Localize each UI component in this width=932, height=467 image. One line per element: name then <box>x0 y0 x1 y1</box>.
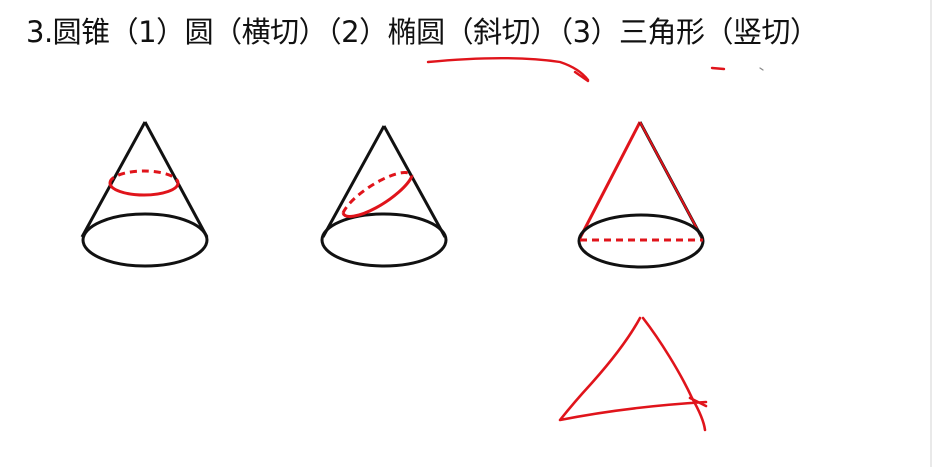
section-ellipse-front <box>341 175 414 218</box>
section-ellipse-back-dashed <box>341 171 414 214</box>
cone-2-right-side <box>382 125 447 238</box>
section-circle-back-dashed <box>108 169 180 184</box>
cone-horizontal-cut <box>80 121 209 268</box>
cone-vertical-cut <box>577 121 705 269</box>
cone-3-right-side-highlight <box>639 121 703 239</box>
cone-2-base <box>320 212 448 268</box>
cone-1-base <box>81 212 209 268</box>
pen-dash-annotation <box>710 66 726 71</box>
underline-arrow-annotation <box>426 57 590 83</box>
section-circle-front <box>108 182 180 197</box>
pen-dot-annotation <box>759 67 764 71</box>
slide-heading: 3.圆锥（1）圆（横切）（2）椭圆（斜切）（3）三角形（竖切） <box>26 15 819 49</box>
page-edge <box>930 0 932 467</box>
cone-2-left-side <box>321 125 386 238</box>
cone-1-right-side <box>143 121 209 238</box>
cone-3-left-side <box>578 121 642 239</box>
handwritten-triangle <box>558 316 708 432</box>
cone-oblique-cut <box>320 125 448 268</box>
